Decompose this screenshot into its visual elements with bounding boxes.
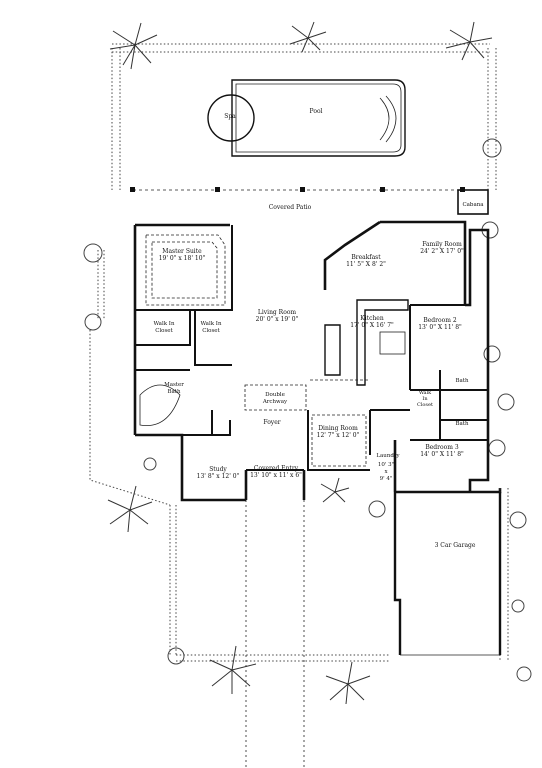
palm-tree-icon bbox=[107, 485, 153, 533]
cabana-label: Cabana bbox=[462, 202, 484, 208]
master-bath-label2: Bath bbox=[167, 389, 181, 395]
palm-tree-icon bbox=[289, 21, 327, 53]
breakfast-name: Breakfast bbox=[351, 254, 381, 261]
master-suite-tray: Master Suite 19' 0" x 18' 10" bbox=[145, 234, 226, 306]
dining-room-name: Dining Room bbox=[318, 425, 358, 432]
foyer-label: Foyer bbox=[263, 419, 280, 426]
palm-tree-icon bbox=[209, 645, 257, 694]
walk-in-closet-3-label2: In bbox=[422, 396, 428, 402]
palm-tree-icon bbox=[325, 661, 371, 705]
master-suite-name: Master Suite bbox=[162, 248, 202, 255]
dining-room-tray bbox=[311, 414, 367, 467]
bedroom-3-dims: 14' 0" X 11' 8" bbox=[420, 451, 464, 458]
covered-patio: Covered Patio bbox=[130, 187, 465, 211]
room-labels: Walk In Closet Walk In Closet Master Bat… bbox=[153, 241, 468, 482]
backyard-hedge bbox=[111, 43, 497, 190]
spa bbox=[207, 94, 255, 142]
shrub-icon bbox=[83, 138, 532, 682]
breakfast-dims: 11' 5" X 8' 2" bbox=[346, 261, 386, 268]
laundry-name: Laundry bbox=[376, 453, 400, 459]
kitchen-name: Kitchen bbox=[360, 315, 384, 322]
walk-in-closet-2-label2: Closet bbox=[202, 328, 220, 334]
palm-tree-icon bbox=[445, 21, 493, 61]
master-suite-dims: 19' 0" x 18' 10" bbox=[159, 255, 206, 262]
laundry-dims-3: 9' 4" bbox=[380, 476, 393, 482]
double-archway-label: Double bbox=[265, 392, 285, 398]
walk-in-closet-2-label: Walk In bbox=[200, 321, 221, 327]
living-room-dims: 20' 0" x 19' 0" bbox=[256, 316, 299, 323]
walk-in-closet-1-label: Walk In bbox=[153, 321, 174, 327]
bedroom-3-name: Bedroom 3 bbox=[425, 444, 458, 451]
covered-entry-dims: 13' 10" x 11' x 6" bbox=[250, 472, 302, 479]
pool-label: Pool bbox=[310, 108, 323, 115]
palm-tree-icon bbox=[320, 477, 350, 503]
interior-walls bbox=[135, 225, 488, 471]
covered-patio-label: Covered Patio bbox=[269, 204, 312, 211]
bath-2-label: Bath bbox=[455, 421, 469, 427]
garage: 3 Car Garage bbox=[393, 492, 502, 656]
laundry-dims-2: x bbox=[384, 469, 388, 475]
laundry-dims-1: 10' 3" bbox=[378, 462, 394, 468]
family-room-name: Family Room bbox=[422, 241, 462, 248]
entry-walkway bbox=[245, 500, 305, 768]
study-name: Study bbox=[209, 466, 227, 473]
kitchen-dims: 17' 0" X 16' 7" bbox=[350, 322, 394, 329]
cabana: Cabana bbox=[457, 189, 489, 215]
bath-1-label: Bath bbox=[455, 378, 469, 384]
bedroom-2-name: Bedroom 2 bbox=[423, 317, 456, 324]
walk-in-closet-3-label: Walk bbox=[419, 390, 432, 396]
bathtub bbox=[139, 384, 181, 427]
covered-entry-name: Covered Entry bbox=[254, 465, 299, 472]
kitchen-cabinets bbox=[324, 299, 409, 386]
double-archway-label2: Archway bbox=[262, 399, 288, 405]
study-dims: 13' 8" x 12' 0" bbox=[197, 473, 240, 480]
garage-label: 3 Car Garage bbox=[435, 542, 476, 549]
living-room-name: Living Room bbox=[258, 309, 297, 316]
dining-room-dims: 12' 7" x 12' 0" bbox=[317, 432, 360, 439]
palm-tree-icon bbox=[109, 22, 158, 70]
family-room-dims: 24' 2" X 17' 0" bbox=[420, 248, 464, 255]
bedroom-2-dims: 13' 0" X 11' 8" bbox=[418, 324, 462, 331]
pool: Spa Pool bbox=[207, 79, 406, 157]
double-archway bbox=[244, 379, 370, 411]
walk-in-closet-3-label3: Closet bbox=[417, 402, 433, 408]
house-walls bbox=[133, 220, 502, 502]
master-bath-label: Master bbox=[164, 382, 184, 388]
spa-label: Spa bbox=[224, 113, 236, 120]
walk-in-closet-1-label2: Closet bbox=[155, 328, 173, 334]
